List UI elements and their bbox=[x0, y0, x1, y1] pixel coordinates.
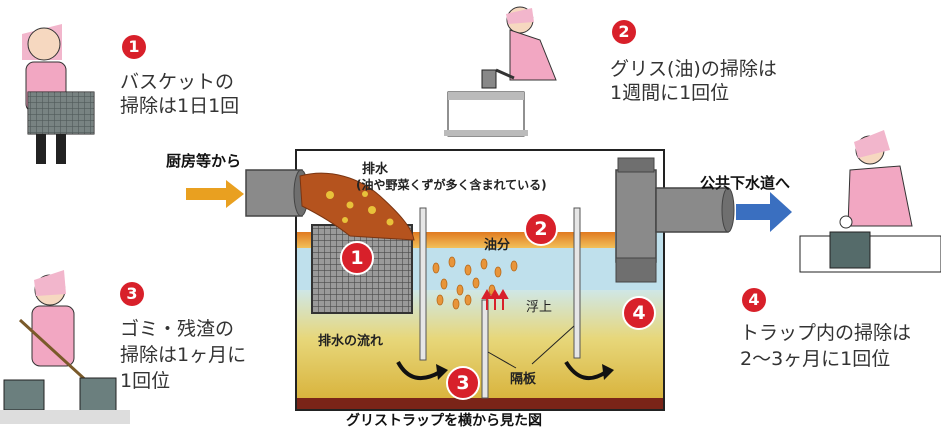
inlet-arrow bbox=[186, 180, 244, 208]
outlet-arrow bbox=[736, 192, 792, 232]
step-4-badge: 4 bbox=[742, 288, 766, 312]
step-3-text-line2: 掃除は1ヶ月に bbox=[120, 344, 247, 366]
step-3-text-line1: ゴミ・残渣の bbox=[120, 318, 235, 340]
worker-net-figure bbox=[0, 270, 130, 424]
tank-bottom bbox=[297, 398, 663, 409]
flow-arrow-left bbox=[396, 360, 441, 381]
step-2-badge: 2 bbox=[612, 20, 636, 44]
step-3-badge: 3 bbox=[120, 282, 144, 306]
step-2-text-line1: グリス(油)の掃除は bbox=[610, 58, 777, 80]
step-4-text-line2: 2〜3ヶ月に1回位 bbox=[740, 348, 891, 370]
diagram-badge-3: 3 bbox=[446, 366, 480, 400]
partition-mid bbox=[481, 299, 489, 399]
inlet-pipe bbox=[245, 169, 303, 217]
oil-label: 油分 bbox=[484, 238, 511, 253]
step-3-text-line3: 1回位 bbox=[120, 370, 171, 392]
partition-right bbox=[573, 207, 581, 359]
worker-trap-figure bbox=[799, 130, 941, 273]
step-2-text-line2: 1週間に1回位 bbox=[610, 82, 730, 104]
sewage-flow bbox=[299, 172, 415, 241]
step-1-badge: 1 bbox=[122, 35, 146, 59]
inlet-label: 厨房等から bbox=[166, 152, 242, 170]
flow-arrow-right bbox=[564, 360, 608, 381]
drain-sub-label: (油や野菜くずが多く含まれている) bbox=[356, 178, 547, 192]
step-4-text-line1: トラップ内の掃除は bbox=[740, 322, 912, 344]
step-1-text-line1: バスケットの bbox=[120, 71, 235, 93]
partition-label: 隔板 bbox=[510, 372, 537, 387]
flow-label: 排水の流れ bbox=[318, 334, 384, 349]
diagram-caption: グリストラップを横から見た図 bbox=[346, 413, 542, 429]
worker-basket-figure bbox=[22, 24, 95, 164]
diagram-badge-2: 2 bbox=[524, 212, 558, 246]
diagram-badge-1: 1 bbox=[340, 241, 374, 275]
partition-left bbox=[419, 207, 427, 361]
step-1-text-line2: 掃除は1日1回 bbox=[120, 95, 240, 117]
worker-grease-figure bbox=[447, 6, 557, 137]
diagram-badge-4: 4 bbox=[622, 296, 656, 330]
trap-pipe bbox=[615, 169, 657, 263]
drain-label: 排水 bbox=[362, 162, 389, 177]
float-label: 浮上 bbox=[526, 300, 553, 315]
outlet-label: 公共下水道へ bbox=[700, 174, 791, 192]
outlet-pipe bbox=[655, 187, 729, 233]
